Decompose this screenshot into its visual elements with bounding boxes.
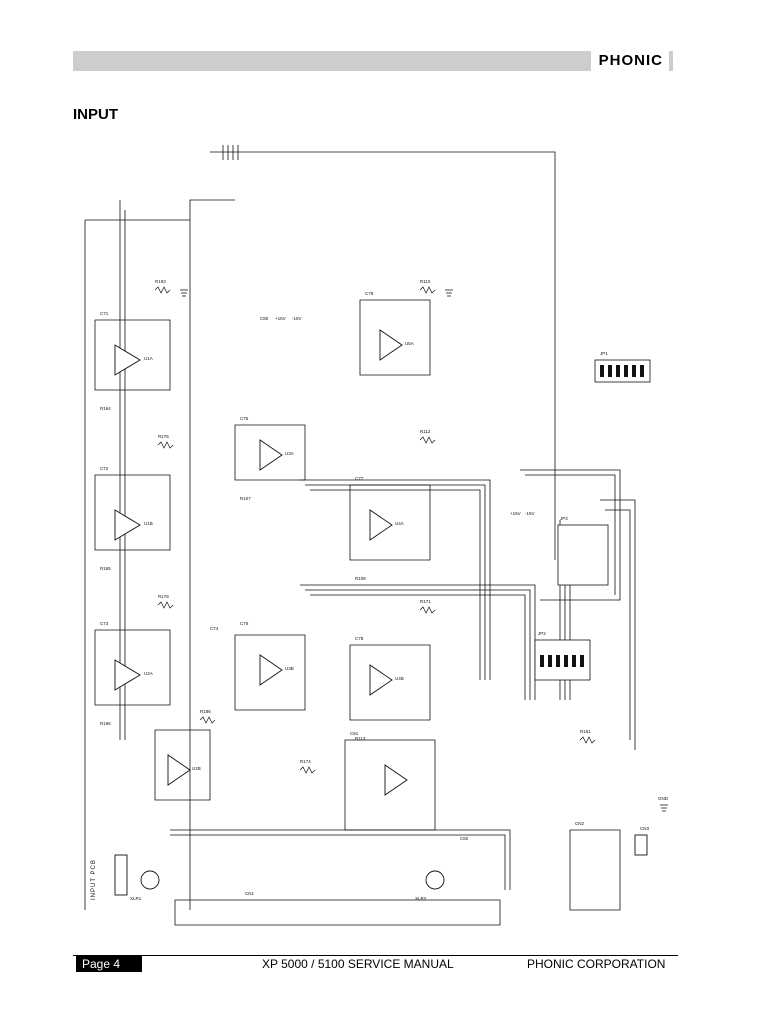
opamp-label: U2A xyxy=(144,671,153,676)
capacitor-label: C76 xyxy=(240,621,249,626)
connector-label: CN3 xyxy=(640,826,649,831)
resistor-label: R174 xyxy=(300,759,311,764)
capacitor-label: C79 xyxy=(365,291,374,296)
rail-label: -15V xyxy=(292,316,302,321)
opamp-label: U3B xyxy=(285,666,294,671)
resistor-label: R176 xyxy=(158,434,169,439)
board-label: INPUT PCB xyxy=(91,859,97,900)
connector-label: CN1 xyxy=(245,891,254,896)
footer-rule xyxy=(73,955,678,956)
resistor-label: R196 xyxy=(100,721,111,726)
capacitor-label: C75 xyxy=(240,416,249,421)
opamp-label: U1A xyxy=(144,356,153,361)
rail-label: +15V xyxy=(510,511,521,516)
opamp-label: U4B xyxy=(395,676,404,681)
jack-label: XLR1 xyxy=(130,896,142,901)
company-name: PHONIC CORPORATION xyxy=(527,957,666,971)
connector-label: JP2 xyxy=(538,631,546,636)
opamp-label: U5A xyxy=(405,341,414,346)
rail-label: -15V xyxy=(525,511,535,516)
resistor-label: R193 xyxy=(155,279,166,284)
capacitor-label: C77 xyxy=(355,476,364,481)
jack-label: XLR2 xyxy=(415,896,427,901)
manual-title: XP 5000 / 5100 SERVICE MANUAL xyxy=(262,957,454,971)
header-bar: PHONIC xyxy=(73,51,673,71)
ground-label: GND xyxy=(658,796,669,801)
resistor-label: R112 xyxy=(420,429,431,434)
resistor-label: R107 xyxy=(240,496,251,501)
capacitor-label: C73 xyxy=(100,621,109,626)
connector-label: JP3 xyxy=(560,516,568,521)
opamp-label: U3A xyxy=(285,451,294,456)
opamp-label: U1B xyxy=(144,521,153,526)
resistor-label: R165 xyxy=(100,566,111,571)
connector-label: CN2 xyxy=(575,821,584,826)
resistor-label: R108 xyxy=(355,576,366,581)
capacitor-label: C74 xyxy=(210,626,219,631)
resistor-label: R110 xyxy=(420,279,431,284)
resistor-label: R186 xyxy=(200,709,211,714)
opamp-label: U4A xyxy=(395,521,404,526)
resistor-label: R178 xyxy=(158,594,169,599)
section-title: INPUT xyxy=(73,106,118,123)
resistor-label: R113 xyxy=(355,736,366,741)
capacitor-label: C80 xyxy=(260,316,269,321)
rail-label: +15V xyxy=(275,316,286,321)
capacitor-label: C72 xyxy=(100,466,109,471)
resistor-label: R171 xyxy=(420,599,431,604)
page-number: Page 4 xyxy=(76,956,143,972)
schematic-diagram: U1A U1B U2A U2B U3A U3B U4A U4B U5A R193… xyxy=(84,145,669,926)
capacitor-label: C71 xyxy=(100,311,109,316)
resistor-label: R164 xyxy=(100,406,111,411)
capacitor-label: C81 xyxy=(350,731,359,736)
connector-label: JP1 xyxy=(600,351,608,356)
capacitor-label: C82 xyxy=(460,836,469,841)
capacitor-label: C78 xyxy=(355,636,364,641)
resistor-label: R161 xyxy=(580,729,591,734)
brand-logo: PHONIC xyxy=(590,51,669,71)
opamp-label: U2B xyxy=(192,766,201,771)
